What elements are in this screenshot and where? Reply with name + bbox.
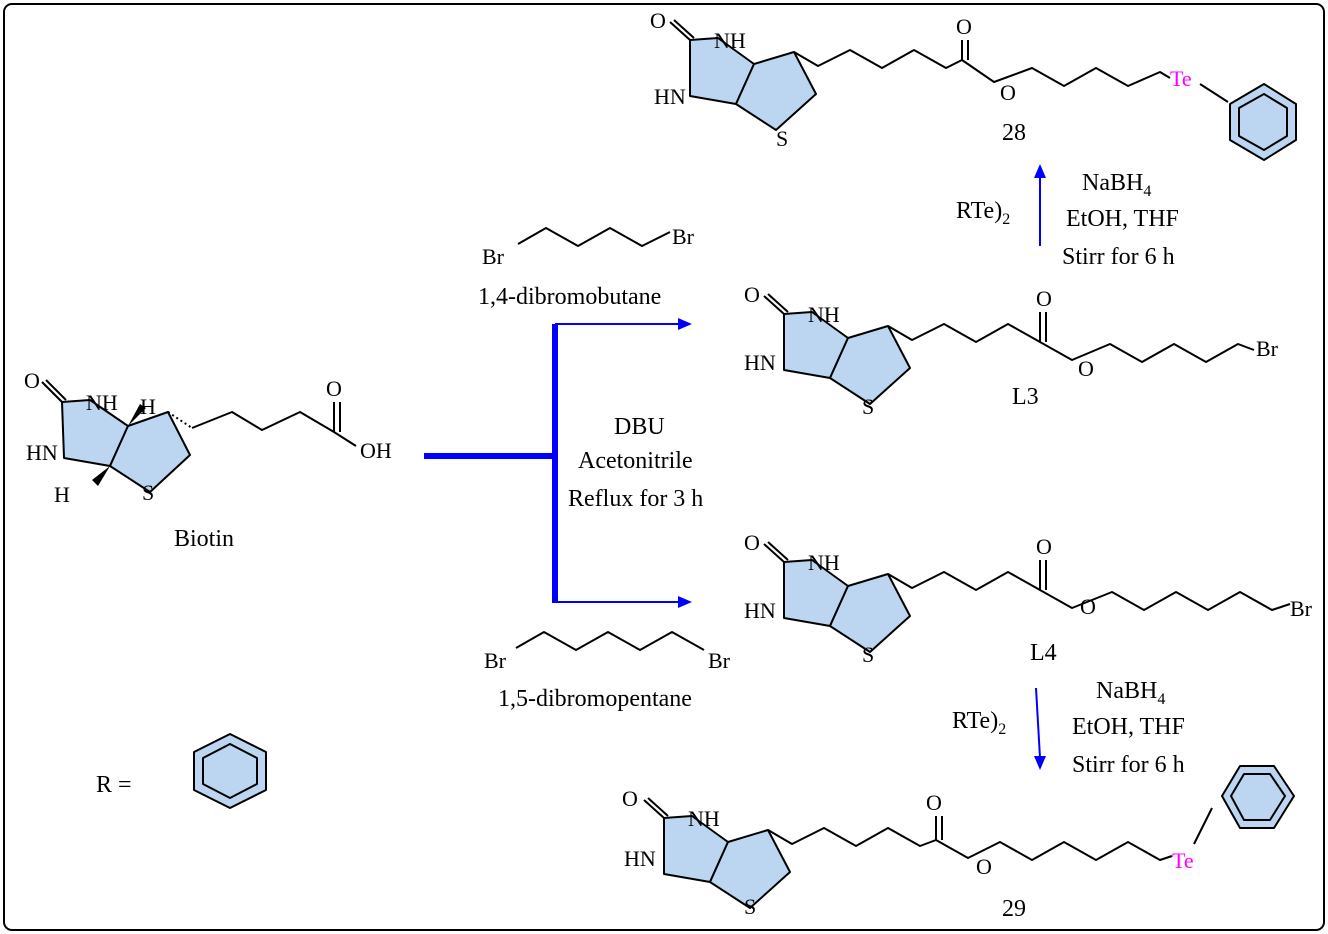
biotin-wedge-top — [128, 404, 146, 426]
c29-o-carbonyl: O — [926, 790, 942, 815]
l4-s: S — [862, 642, 874, 667]
dibromopentane-label: 1,5-dibromopentane — [498, 686, 692, 712]
bottom-nabh4: NaBH4 — [1096, 678, 1165, 708]
c28-te: Te — [1170, 66, 1192, 91]
c29-o-ester: O — [976, 854, 992, 879]
condition-reflux: Reflux for 3 h — [568, 486, 703, 512]
c29-hn: HN — [624, 846, 656, 871]
dibromopentane-br-left: Br — [484, 648, 507, 673]
esterification-arrows — [424, 318, 692, 608]
condition-dbu: DBU — [614, 414, 665, 440]
bottom-stir: Stirr for 6 h — [1072, 752, 1185, 778]
dibromobutane-br-left: Br — [482, 244, 505, 269]
c29-o: O — [622, 786, 638, 811]
dibromobutane-label: 1,4-dibromobutane — [478, 284, 661, 310]
dibromobutane-br-right: Br — [672, 224, 695, 249]
l3-o: O — [744, 282, 760, 307]
compound-29-label: 29 — [1002, 896, 1026, 922]
top-solvent: EtOH, THF — [1066, 206, 1179, 232]
bottom-solvent: EtOH, THF — [1072, 714, 1185, 740]
biotin-h-top: H — [140, 394, 156, 419]
l3-s: S — [862, 394, 874, 419]
biotin-o: O — [24, 368, 40, 393]
c29-s: S — [744, 894, 756, 919]
biotin-wedge-bottom — [92, 466, 110, 486]
condition-acetonitrile: Acetonitrile — [578, 448, 693, 474]
l4-o: O — [744, 530, 760, 555]
r-equals-label: R = — [96, 772, 132, 798]
l4-o-carbonyl: O — [1036, 534, 1052, 559]
c29-te: Te — [1172, 848, 1194, 873]
arrow-head-to-l4 — [678, 596, 692, 608]
biotin-s: S — [142, 480, 154, 505]
c28-o-carbonyl: O — [956, 14, 972, 39]
top-stir: Stirr for 6 h — [1062, 244, 1175, 270]
arrow-head-to-l3 — [678, 318, 692, 330]
l4-nh: NH — [808, 550, 840, 575]
compound-28-label: 28 — [1002, 120, 1026, 146]
l3-nh: NH — [808, 302, 840, 327]
l4-label: L4 — [1030, 640, 1057, 666]
l3-br: Br — [1256, 336, 1279, 361]
top-nabh4: NaBH4 — [1082, 170, 1151, 200]
dibromopentane-br-right: Br — [708, 648, 731, 673]
c28-nh: NH — [714, 28, 746, 53]
bottom-rte2: RTe)2 — [952, 708, 1006, 738]
scheme-frame — [3, 3, 1325, 931]
biotin-chain — [191, 402, 335, 433]
top-rte2: RTe)2 — [956, 198, 1010, 228]
l3-label: L3 — [1012, 384, 1039, 410]
r-group-legend: R = — [96, 733, 267, 809]
l4-br: Br — [1290, 596, 1313, 621]
l3-o-carbonyl: O — [1036, 286, 1052, 311]
biotin-o-acid: O — [326, 376, 342, 401]
biotin-oh: OH — [360, 438, 392, 463]
c29-nh: NH — [688, 806, 720, 831]
biotin-nh: NH — [86, 390, 118, 415]
biotin-hn: HN — [26, 440, 58, 465]
c28-o: O — [650, 8, 666, 33]
biotin-thiophane-ring — [109, 411, 191, 493]
l3-structure: O NH HN S O O Br L3 — [744, 282, 1279, 419]
biotin-carbonyl-bond — [41, 381, 63, 403]
dibromobutane-structure: Br Br 1,4-dibromobutane — [478, 224, 695, 310]
biotin-label: Biotin — [174, 526, 234, 552]
c28-hn: HN — [654, 84, 686, 109]
c28-s: S — [776, 126, 788, 151]
compound-29-structure: O NH HN S O O Te 29 — [622, 765, 1295, 922]
dibromopentane-structure: Br Br 1,5-dibromopentane — [484, 631, 731, 712]
c28-o-ester: O — [1000, 80, 1016, 105]
l3-hn: HN — [744, 350, 776, 375]
l4-hn: HN — [744, 598, 776, 623]
biotin-structure: O NH HN H H S O OH Biotin — [24, 368, 392, 552]
arrow-l4-to-29 — [1035, 687, 1041, 759]
l4-o-ester: O — [1080, 594, 1096, 619]
l4-structure: O NH HN S O O Br L4 — [744, 530, 1313, 667]
biotin-h-bottom: H — [54, 482, 70, 507]
compound-28-structure: O NH HN S O O Te 28 — [650, 8, 1297, 161]
l3-o-ester: O — [1078, 356, 1094, 381]
